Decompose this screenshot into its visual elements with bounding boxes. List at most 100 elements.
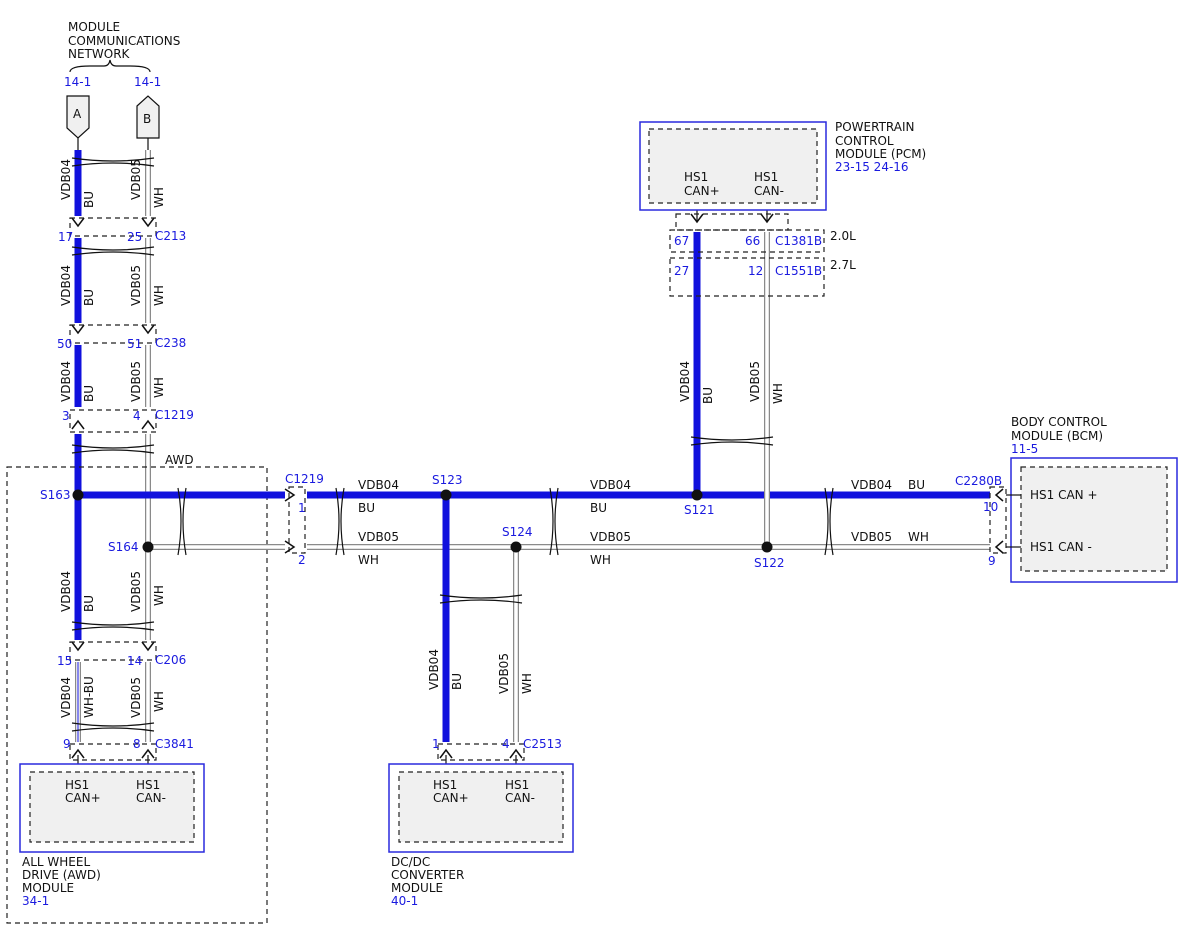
svg-text:WH: WH (590, 553, 611, 567)
svg-text:WH: WH (358, 553, 379, 567)
awd-module[interactable]: HS1 CAN+ HS1 CAN- (19, 763, 205, 853)
wire-color-label: BU (82, 595, 96, 612)
awd-module-name-3: MODULE (22, 881, 74, 895)
connector-c206[interactable]: 15 14 C206 (57, 641, 186, 668)
pcm-ref[interactable]: 23-15 24-16 (835, 160, 909, 174)
flag-b-icon (136, 95, 160, 139)
svg-text:C1551B: C1551B (775, 264, 822, 278)
dcdc-module-ref[interactable]: 40-1 (391, 894, 418, 908)
svg-text:CAN+: CAN+ (65, 791, 101, 805)
network-title-line2: COMMUNICATIONS (68, 34, 180, 48)
svg-text:WH: WH (771, 383, 785, 404)
svg-text:2.0L: 2.0L (830, 229, 856, 243)
bcm-name-2: MODULE (BCM) (1011, 429, 1103, 443)
svg-text:C238: C238 (155, 336, 186, 350)
connector-c3841[interactable]: 9 8 C3841 (63, 737, 194, 761)
svg-text:2: 2 (298, 553, 306, 567)
svg-text:3: 3 (62, 409, 70, 423)
wire-label: VDB04 (59, 159, 73, 200)
svg-text:BU: BU (590, 501, 607, 515)
splice-s123[interactable] (440, 489, 452, 501)
awd-zone-label: AWD (165, 453, 194, 467)
splice-s124-label[interactable]: S124 (502, 525, 533, 539)
network-ref-b[interactable]: 14-1 (134, 75, 161, 89)
svg-text:CAN+: CAN+ (433, 791, 469, 805)
splice-s121-label[interactable]: S121 (684, 503, 715, 517)
wire-label: VDB04 (59, 361, 73, 402)
splice-s163-label[interactable]: S163 (40, 488, 71, 502)
svg-text:9: 9 (63, 737, 71, 751)
connector-c213[interactable]: 17 25 C213 (58, 217, 186, 244)
splice-s122[interactable] (761, 541, 773, 553)
svg-text:66: 66 (745, 234, 760, 248)
svg-text:CAN-: CAN- (754, 184, 784, 198)
connector-c2280b[interactable]: C2280B 10 9 (955, 474, 1021, 568)
splice-s164-label[interactable]: S164 (108, 540, 139, 554)
splice-s163[interactable] (72, 489, 84, 501)
svg-text:C1219: C1219 (285, 472, 324, 486)
splice-s122-label[interactable]: S122 (754, 556, 785, 570)
svg-text:VDB04: VDB04 (427, 649, 441, 690)
connector-c1381b[interactable]: 67 66 C1381B 2.0L (669, 213, 856, 253)
splice-s121[interactable] (691, 489, 703, 501)
svg-text:VDB04: VDB04 (851, 478, 892, 492)
svg-text:17: 17 (58, 230, 73, 244)
svg-text:C2280B: C2280B (955, 474, 1002, 488)
svg-text:1: 1 (432, 737, 440, 751)
wire-label: VDB05 (129, 265, 143, 306)
bcm-ref[interactable]: 11-5 (1011, 442, 1038, 456)
network-ref-a[interactable]: 14-1 (64, 75, 91, 89)
connector-c1219-top[interactable]: 3 4 C1219 (62, 408, 194, 433)
bcm-module[interactable]: HS1 CAN + HS1 CAN - (1010, 457, 1178, 583)
awd-module-name-2: DRIVE (AWD) (22, 868, 101, 882)
dcdc-module[interactable]: HS1 CAN+ HS1 CAN- (388, 763, 574, 853)
network-title-line1: MODULE (68, 20, 120, 34)
connector-c2513[interactable]: 1 4 C2513 (432, 737, 562, 761)
splice-s123-label[interactable]: S123 (432, 473, 463, 487)
connector-c1551b[interactable]: 27 12 C1551B 2.7L (669, 257, 856, 297)
splice-s124[interactable] (510, 541, 522, 553)
svg-text:C206: C206 (155, 653, 186, 667)
svg-text:10: 10 (983, 500, 998, 514)
awd-module-ref[interactable]: 34-1 (22, 894, 49, 908)
wire-label: VDB05 (129, 159, 143, 200)
svg-text:HS1: HS1 (505, 778, 529, 792)
pcm-module[interactable]: HS1 CAN+ HS1 CAN- (639, 121, 827, 211)
wire-label: VDB05 (129, 361, 143, 402)
twist-markers-left (71, 157, 155, 732)
wire-color-label: WH (152, 285, 166, 306)
pcm-name-2: CONTROL (835, 134, 894, 148)
svg-text:C213: C213 (155, 229, 186, 243)
awd-zone-outline (6, 466, 268, 924)
svg-text:15: 15 (57, 654, 72, 668)
svg-text:4: 4 (133, 409, 141, 423)
svg-text:4: 4 (502, 737, 510, 751)
svg-text:VDB05: VDB05 (497, 653, 511, 694)
svg-text:HS1 CAN +: HS1 CAN + (1030, 488, 1098, 502)
wire-color-label: WH (152, 585, 166, 606)
splice-s164[interactable] (142, 541, 154, 553)
svg-text:BU: BU (358, 501, 375, 515)
connector-c1219-mid[interactable]: C1219 1 2 (284, 472, 324, 567)
svg-text:VDB05: VDB05 (358, 530, 399, 544)
svg-text:CAN+: CAN+ (684, 184, 720, 198)
brace-icon (69, 59, 151, 73)
connector-c238[interactable]: 50 51 C238 (57, 324, 186, 351)
svg-text:VDB05: VDB05 (590, 530, 631, 544)
svg-text:HS1: HS1 (433, 778, 457, 792)
svg-text:67: 67 (674, 234, 689, 248)
wire-color-label: BU (82, 385, 96, 402)
left-column-wires (74, 150, 151, 772)
svg-text:VDB04: VDB04 (358, 478, 399, 492)
bcm-name-1: BODY CONTROL (1011, 415, 1107, 429)
svg-text:27: 27 (674, 264, 689, 278)
svg-text:C1219: C1219 (155, 408, 194, 422)
svg-text:VDB05: VDB05 (851, 530, 892, 544)
svg-text:C1381B: C1381B (775, 234, 822, 248)
svg-text:C3841: C3841 (155, 737, 194, 751)
network-title-line3: NETWORK (68, 47, 131, 61)
svg-text:BU: BU (701, 387, 715, 404)
svg-text:WH: WH (908, 530, 929, 544)
bus-wires (78, 210, 990, 765)
